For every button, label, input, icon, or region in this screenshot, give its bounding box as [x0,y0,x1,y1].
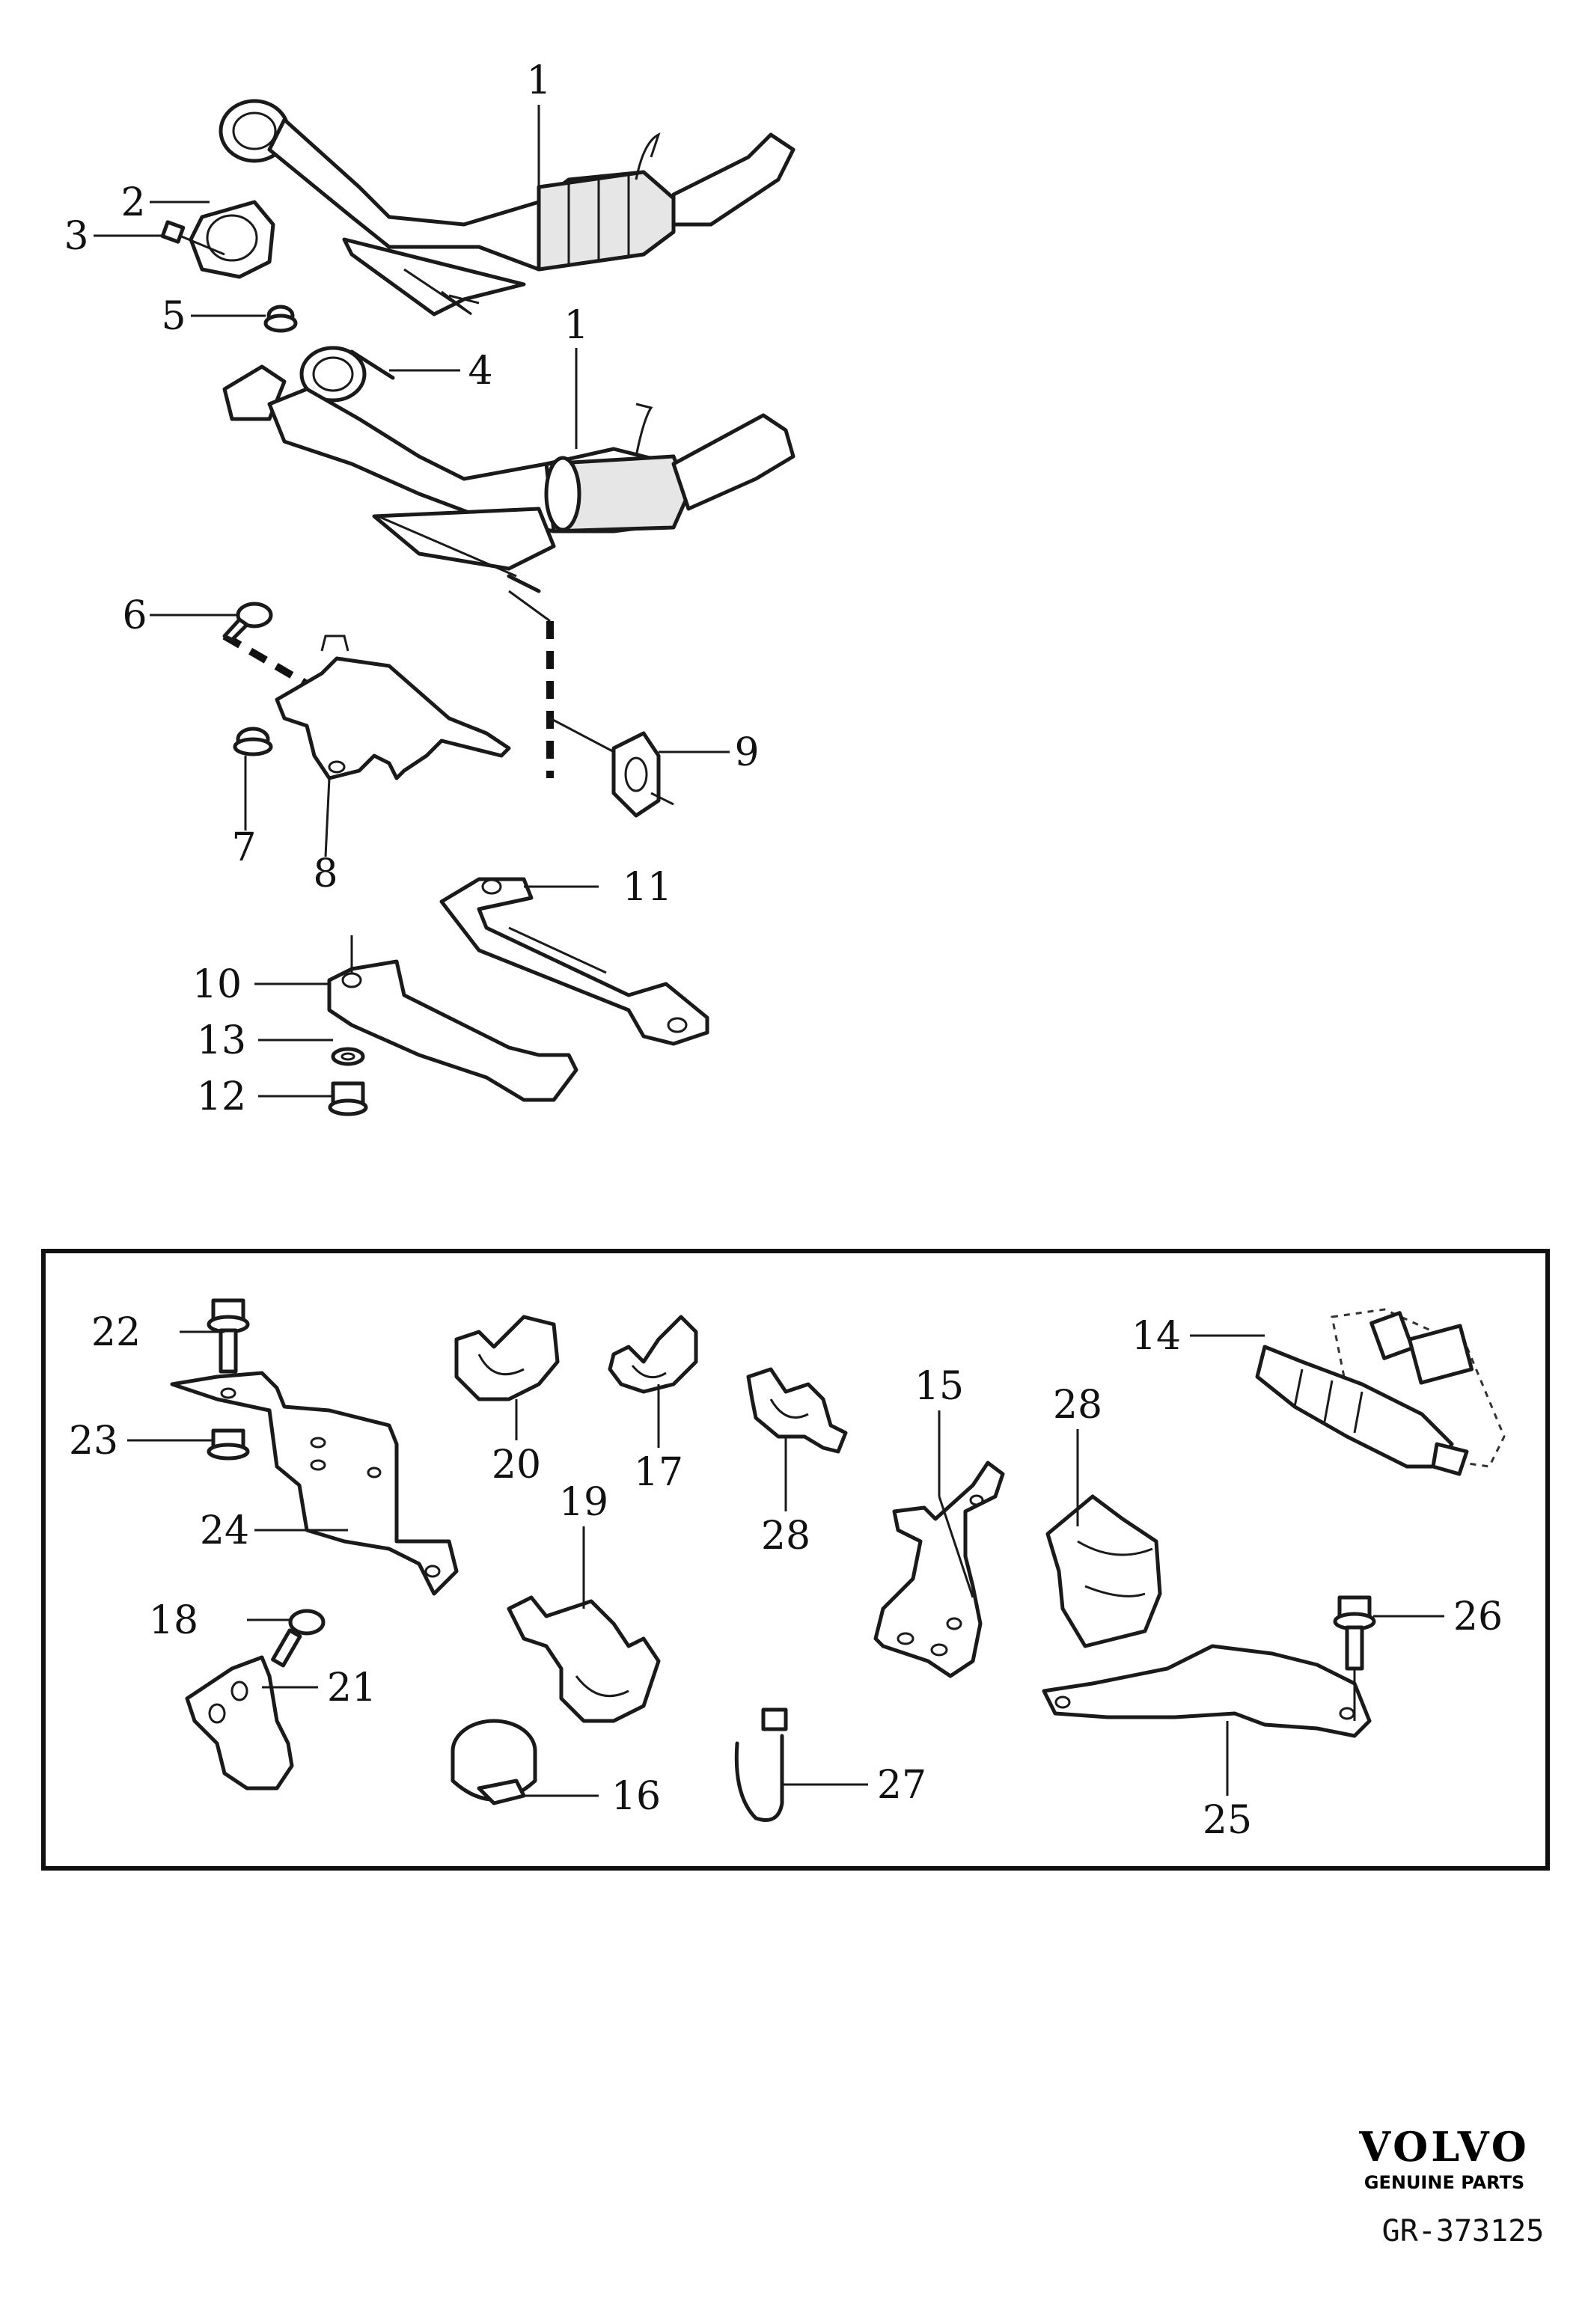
callout-17: 17 [634,1450,683,1495]
hex-bolt [207,1298,250,1374]
drawing-reference: GR-373125 [1382,2214,1545,2248]
callout-18: 18 [149,1598,198,1643]
callout-12: 12 [197,1074,246,1119]
hose-clip [746,1367,848,1454]
flange-nut [233,727,273,756]
double-clip [507,1595,661,1723]
hex-nut [207,1428,250,1461]
heat-shield-bracket [1042,1644,1372,1738]
crossmember [327,935,578,1102]
callout-14: 14 [1132,1314,1181,1359]
nut [263,305,298,333]
callout-4: 4 [468,349,492,394]
bracket-bolt [1333,1595,1376,1671]
cable-tie [734,1707,788,1822]
callout-8: 8 [313,851,338,896]
callout-26: 26 [1453,1594,1503,1639]
callout-19: 19 [559,1480,608,1525]
callout-24: 24 [200,1508,249,1553]
callout-10: 10 [192,962,242,1007]
components-frame [41,1249,1550,1871]
callout-11: 11 [623,865,672,910]
logo-subtitle: GENUINE PARTS [1364,2172,1524,2193]
leader-lines [94,105,1444,1797]
callout-28-right: 28 [1053,1383,1102,1428]
volvo-logo: VOLVO GENUINE PARTS [1358,2123,1530,2193]
rubber-hanger [611,731,674,818]
callout-23: 23 [69,1419,118,1464]
connection-line [508,590,551,623]
stud [349,349,395,380]
washer [331,1047,365,1066]
callout-28-left: 28 [761,1514,810,1559]
callout-27: 27 [877,1763,926,1808]
callout-1-upper: 1 [526,58,551,103]
tube-clip [608,1315,698,1394]
catalytic-converter-lower [222,346,796,593]
callout-25: 25 [1203,1798,1252,1843]
mounting-bracket [170,1371,459,1596]
p-clamp [185,1655,294,1791]
sensor-bracket [873,1461,1005,1678]
pipe-clip [454,1315,560,1401]
callout-3: 3 [64,214,88,259]
catalytic-converter-upper [219,99,796,317]
callout-7: 7 [231,825,256,870]
stud-bolt [160,220,225,256]
gasket [189,200,275,279]
connection-dash-left [222,632,317,692]
callout-20: 20 [492,1443,541,1487]
support-bracket [439,877,709,1046]
callout-13: 13 [197,1018,246,1063]
connection-line-2 [549,717,622,757]
callout-6: 6 [122,593,147,638]
oxygen-sensor [1255,1308,1506,1476]
bracket [275,634,511,780]
callout-15: 15 [914,1364,964,1409]
clamp-bolt [271,1609,326,1668]
bolt [222,602,273,642]
logo-brand: VOLVO [1358,2123,1530,2171]
callout-9: 9 [734,730,759,775]
flange-bolt [328,1081,368,1116]
spring-clip [1045,1494,1162,1648]
callout-22: 22 [91,1310,141,1355]
hose-clamp [451,1719,537,1805]
callout-21: 21 [327,1666,376,1710]
callout-5: 5 [161,294,186,339]
callout-1-lower: 1 [564,303,588,348]
callout-16: 16 [611,1774,661,1819]
callout-2: 2 [120,180,145,225]
